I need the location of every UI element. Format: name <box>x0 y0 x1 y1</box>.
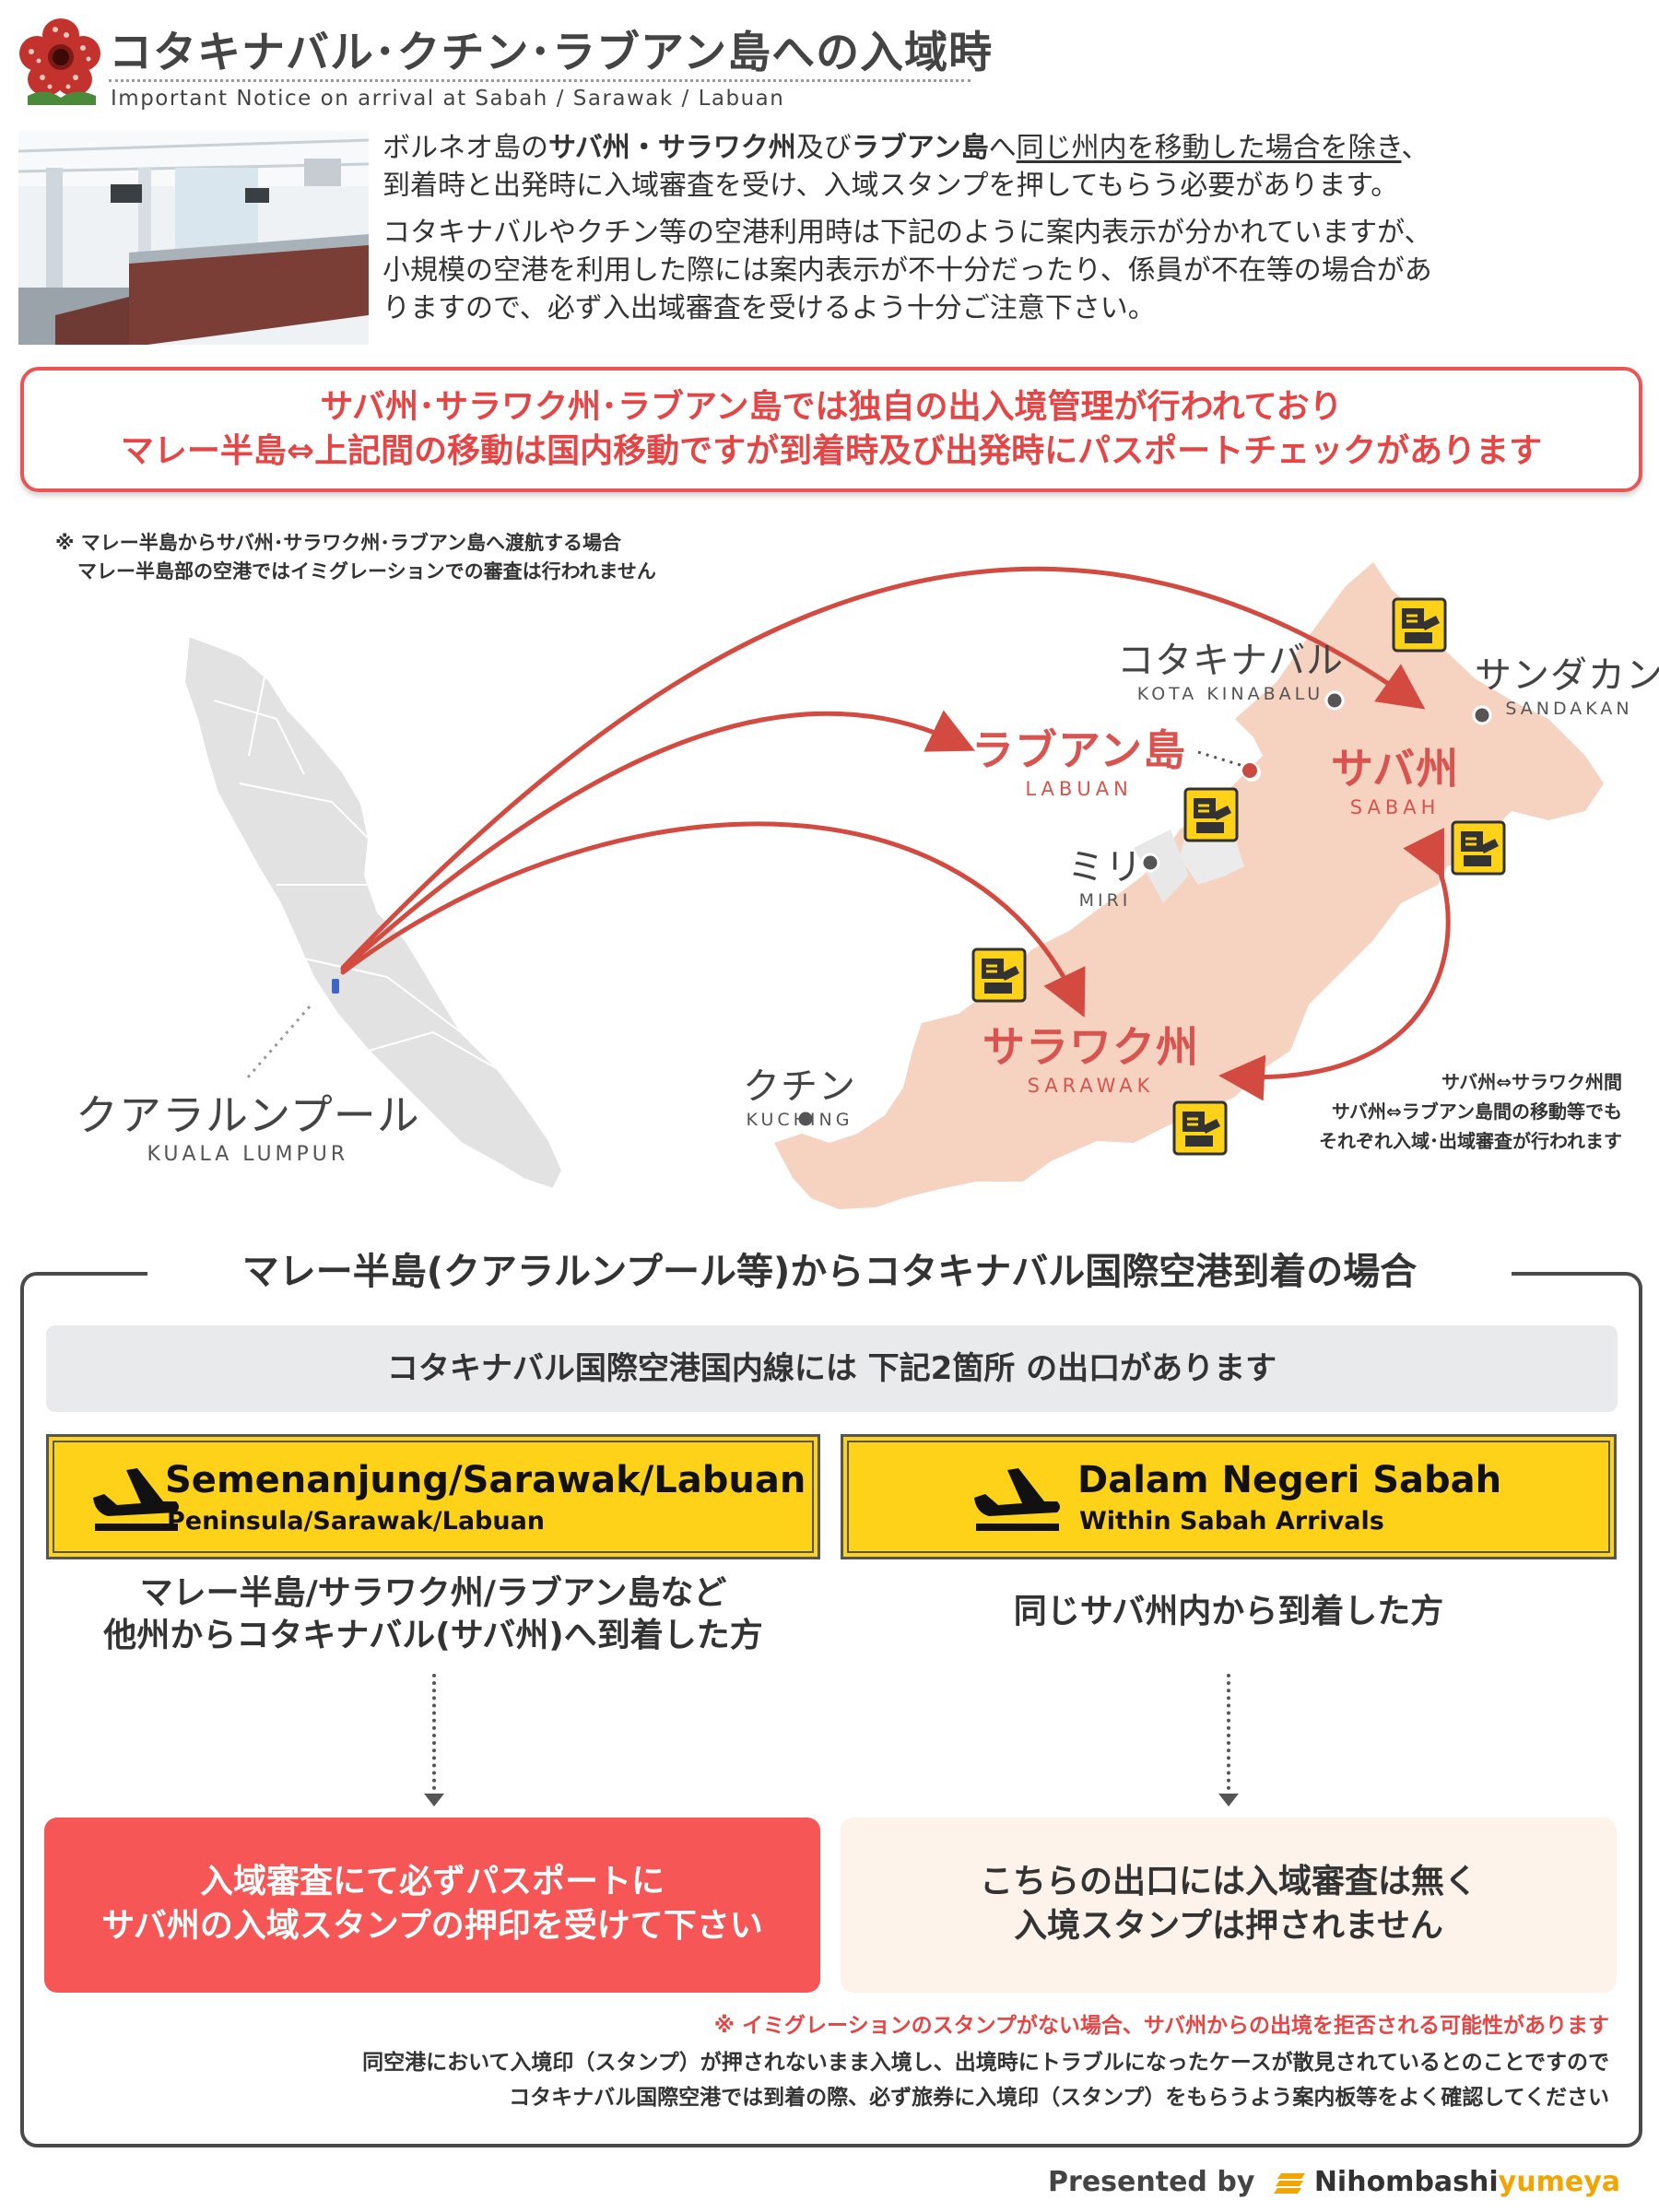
city-name-jp: コタキナバル <box>1117 640 1344 682</box>
map-note-line: サバ州⇔サラワク州間 <box>1441 1071 1622 1093</box>
page-title: コタキナバル･クチン･ラブアン島への入域時 <box>109 28 994 78</box>
result-line: サバ州の入域スタンプの押印を受けて下さい <box>101 1907 763 1945</box>
intro-text: 及び <box>795 132 852 164</box>
footnote-line: コタキナバル国際空港では到着の際、必ず旅券に入境印（スタンプ）をもらうよう案内板… <box>509 2086 1609 2110</box>
intro-bold-labuan: ラブアン島 <box>851 132 989 164</box>
alert-line-1: サバ州･サラワク州･ラブアン島では独自の出入境管理が行われており <box>320 388 1343 426</box>
city-name-en: SANDAKAN <box>1505 699 1633 719</box>
brand-name-part: yumeya <box>1498 2166 1620 2198</box>
intro-line: りますので、必ず入出域審査を受けるよう十分ご注意下さい。 <box>382 292 1156 324</box>
intro-paragraph-2: コタキナバルやクチン等の空港利用時は下記のように案内表示が分かれていますが、 小… <box>382 214 1432 327</box>
important-alert-box: サバ州･サラワク州･ラブアン島では独自の出入境管理が行われており マレー半島⇔上… <box>20 367 1642 492</box>
city-name-en: KUALA LUMPUR <box>147 1143 349 1166</box>
footnote-line: 同空港において入境印（スタンプ）が押されないまま入境し、出境時にトラブルになった… <box>362 2051 1609 2075</box>
exit-sign-other-states: Semenanjung/Sarawak/Labuan Peninsula/Sar… <box>46 1434 820 1559</box>
region-label-sarawak: サラワク州 SARAWAK <box>982 1014 1199 1097</box>
map-note-line: サバ州⇔ラブアン島間の移動等でも <box>1331 1100 1622 1123</box>
result-no-stamp: こちらの出口には入域審査は無く 入境スタンプは押されません <box>841 1818 1617 1993</box>
flow-connector <box>432 1674 436 1790</box>
city-name-jp: ミリ <box>1067 846 1143 888</box>
exit-info-band: コタキナバル国際空港国内線には 下記2箇所 の出口があります <box>46 1325 1618 1412</box>
map-note-line: それぞれ入域･出域審査が行われます <box>1319 1130 1622 1152</box>
borneo-malaysia-shape <box>774 562 1604 1209</box>
region-name-jp: サバ州 <box>1331 744 1460 794</box>
intro-underlined-exception: 同じ州内を移動した場合を除き <box>1016 132 1402 164</box>
city-label-sandakan: サンダカン SANDAKAN <box>1475 645 1659 719</box>
region-label-labuan: ラブアン島 LABUAN <box>971 717 1186 800</box>
exit-description-within-sabah: 同じサバ州内から到着した方 <box>1013 1593 1444 1630</box>
city-label-miri: ミリ MIRI <box>1067 837 1143 911</box>
city-name-en: MIRI <box>1078 890 1132 911</box>
region-name-en: SABAH <box>1349 796 1441 818</box>
city-name-jp: クチン <box>743 1065 856 1108</box>
city-name-jp: クアラルンプール <box>76 1090 420 1140</box>
map-note-line: マレー半島部の空港ではイミグレーションでの審査は行われません <box>77 560 656 582</box>
result-line: こちらの出口には入域審査は無く <box>979 1863 1477 1900</box>
sign-title: Dalam Negeri Sabah <box>1077 1459 1502 1501</box>
exit-sign-within-sabah: Dalam Negeri Sabah Within Sabah Arrivals <box>841 1434 1617 1559</box>
rafflesia-flower-logo <box>19 18 100 105</box>
arrival-plane-icon <box>93 1468 179 1531</box>
intro-bold-states: サバ州・サラワク州 <box>548 132 796 164</box>
sign-subtitle: Peninsula/Sarawak/Labuan <box>167 1507 546 1535</box>
flow-arrowhead <box>424 1794 444 1806</box>
page-subtitle: Important Notice on arrival at Sabah / S… <box>111 87 785 111</box>
result-stamp-required: 入域審査にて必ずパスポートに サバ州の入域スタンプの押印を受けて下さい <box>44 1818 820 1993</box>
section-title: マレー半島(クアラルンプール等)からコタキナバル国際空港到着の場合 <box>147 1244 1512 1300</box>
intro-line: 到着時と出発時に入域審査を受け、入域スタンプを押してもらう必要があります。 <box>382 170 1399 202</box>
region-name-jp: サラワク州 <box>982 1022 1199 1072</box>
intro-text: 、 <box>1401 132 1430 164</box>
region-label-sabah: サバ州 SABAH <box>1331 735 1459 818</box>
exit-description-other-states: マレー半島/サラワク州/ラブアン島など 他州からコタキナバル(サバ州)へ到着した… <box>46 1572 820 1657</box>
map-note: ※ マレー半島からサバ州･サラワク州･ラブアン島へ渡航する場合 マレー半島部の空… <box>55 529 656 586</box>
alert-line-2: マレー半島⇔上記間の移動は国内移動ですが到着時及び出発時にパスポートチェックがあ… <box>120 432 1543 470</box>
city-name-jp: サンダカン <box>1475 654 1659 697</box>
credit-prefix: Presented by <box>1048 2166 1255 2198</box>
airport-immigration-photo <box>18 131 369 345</box>
intro-text: ボルネオ島の <box>382 132 548 164</box>
desc-line: マレー半島/サラワク州/ラブアン島など <box>139 1574 727 1612</box>
brand-name-part: Nihombashi <box>1313 2166 1499 2198</box>
city-name-en: KUCHING <box>746 1110 853 1130</box>
result-line: 入境スタンプは押されません <box>1014 1907 1443 1945</box>
title-divider <box>109 79 971 82</box>
intro-line: コタキナバルやクチン等の空港利用時は下記のように案内表示が分かれていますが、 <box>382 217 1432 249</box>
region-name-jp: ラブアン島 <box>971 725 1187 775</box>
city-label-kota-kinabalu: コタキナバル KOTA KINABALU <box>1117 630 1344 704</box>
region-name-en: LABUAN <box>1025 778 1133 800</box>
result-line: 入域審査にて必ずパスポートに <box>199 1863 665 1900</box>
arrival-plane-icon <box>974 1468 1060 1531</box>
flow-arrowhead <box>1218 1794 1239 1806</box>
peninsular-malaysia-shape <box>182 634 564 1191</box>
malaysia-map <box>182 562 1604 1209</box>
city-label-kuching: クチン KUCHING <box>743 1056 856 1130</box>
intro-paragraph-1: ボルネオ島のサバ州・サラワク州及びラブアン島へ同じ州内を移動した場合を除き、 到… <box>382 129 1430 205</box>
map-inter-state-note: サバ州⇔サラワク州間 サバ州⇔ラブアン島間の移動等でも それぞれ入域･出域審査が… <box>1319 1067 1622 1156</box>
flow-connector <box>1227 1674 1230 1790</box>
intro-text: へ <box>988 132 1017 164</box>
warning-note: ※ イミグレーションのスタンプがない場合、サバ州からの出境を拒否される可能性があ… <box>713 2014 1609 2038</box>
city-name-en: KOTA KINABALU <box>1136 684 1324 704</box>
sign-subtitle: Within Sabah Arrivals <box>1079 1507 1384 1535</box>
intro-line: 小規模の空港を利用した際には案内表示が不十分だったり、係員が不在等の場合があ <box>382 254 1432 287</box>
city-label-kuala-lumpur: クアラルンプール KUALA LUMPUR <box>76 1082 420 1166</box>
sign-title: Semenanjung/Sarawak/Labuan <box>165 1459 806 1501</box>
credit: Presented by Nihombashiyumeya <box>1048 2166 1620 2198</box>
map-note-line: ※ マレー半島からサバ州･サラワク州･ラブアン島へ渡航する場合 <box>55 532 622 554</box>
brand-logo-icon <box>1273 2172 1305 2194</box>
region-name-en: SARAWAK <box>1027 1075 1155 1097</box>
desc-line: 他州からコタキナバル(サバ州)へ到着した方 <box>103 1617 763 1654</box>
